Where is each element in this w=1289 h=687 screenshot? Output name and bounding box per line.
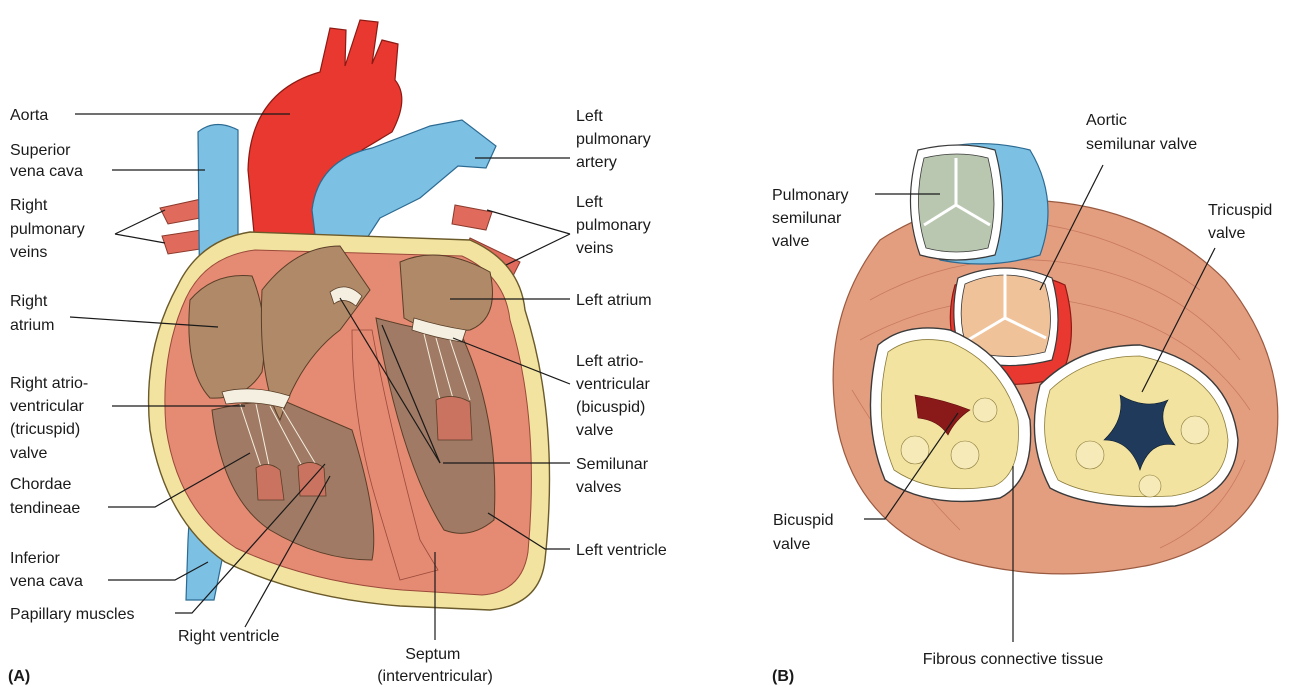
label-bicuspid-valve: Bicuspid valve — [773, 512, 838, 553]
label-chordae-tendineae: Chordae tendineae — [10, 476, 80, 517]
label-aorta: Aorta — [10, 107, 48, 124]
label-right-atrioventricular-valve: Right atrio- ventricular (tricuspid) val… — [10, 375, 93, 462]
label-tricuspid-valve: Tricuspid valve — [1208, 202, 1277, 242]
label-aortic-semilunar-valve: Aortic semilunar valve — [1086, 112, 1197, 153]
papillary-muscle-left — [436, 396, 472, 440]
label-septum: Septum (interventricular) — [377, 646, 493, 685]
label-right-ventricle: Right ventricle — [178, 628, 279, 645]
label-pulmonary-semilunar-valve: Pulmonary semilunar valve — [772, 187, 853, 250]
label-right-pulmonary-veins: Right pulmonary veins — [10, 197, 89, 261]
label-superior-vena-cava: Superior vena cava — [10, 142, 83, 180]
label-left-pulmonary-artery: Left pulmonary artery — [576, 108, 655, 171]
label-right-atrium: Right atrium — [10, 293, 54, 334]
pulmonary-valve — [910, 144, 1048, 264]
label-papillary-muscles: Papillary muscles — [10, 606, 134, 623]
label-inferior-vena-cava: Inferior vena cava — [10, 550, 83, 590]
label-left-pulmonary-veins: Left pulmonary veins — [576, 194, 655, 257]
label-fibrous-connective-tissue: Fibrous connective tissue — [923, 651, 1104, 668]
label-left-ventricle: Left ventricle — [576, 542, 667, 559]
label-left-atrium: Left atrium — [576, 292, 652, 309]
heart-illustration — [149, 20, 550, 610]
label-semilunar-valves: Semilunar valves — [576, 456, 652, 496]
papillary-muscle-right — [256, 464, 284, 500]
panel-label-b: (B) — [772, 668, 794, 685]
label-left-atrioventricular-valve: Left atrio- ventricular (bicuspid) valve — [576, 353, 654, 439]
panel-label-a: (A) — [8, 668, 30, 685]
right-atrium-cavity — [189, 276, 265, 399]
